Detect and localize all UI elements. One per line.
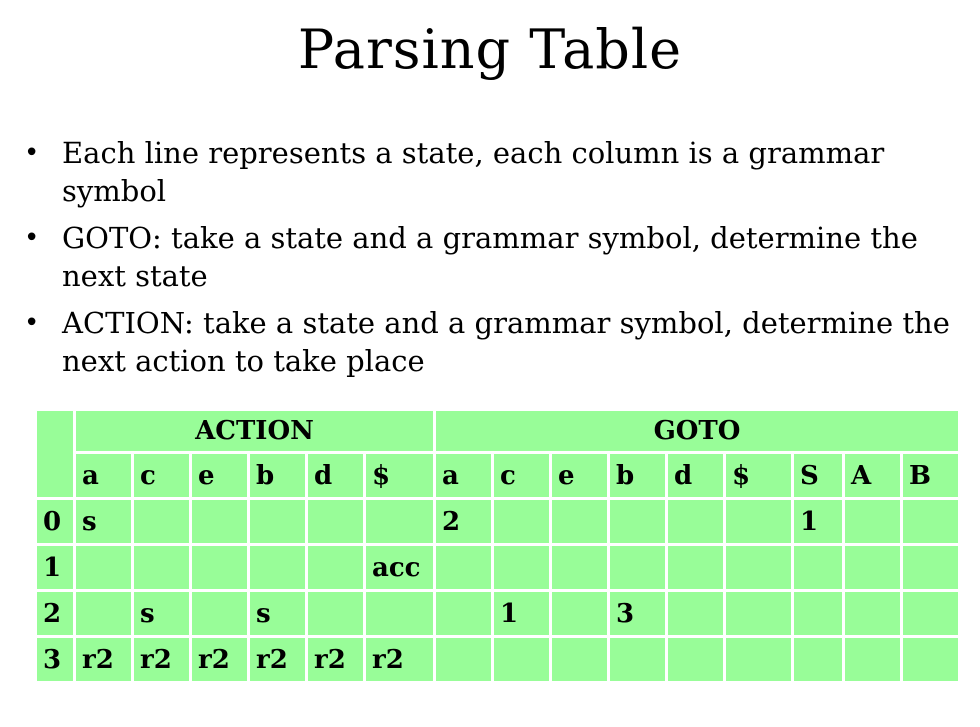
goto-cell bbox=[842, 543, 903, 592]
goto-cell bbox=[433, 543, 494, 592]
goto-cell bbox=[842, 497, 903, 546]
action-header: ACTION bbox=[73, 408, 436, 454]
goto-col-header: e bbox=[549, 451, 610, 500]
goto-cell bbox=[607, 497, 668, 546]
goto-cell bbox=[900, 497, 961, 546]
action-cell: r2 bbox=[247, 635, 308, 684]
goto-col-header: d bbox=[665, 451, 726, 500]
action-cell bbox=[189, 497, 250, 546]
goto-cell bbox=[723, 589, 794, 638]
goto-cell bbox=[433, 635, 494, 684]
goto-cell: 1 bbox=[491, 589, 552, 638]
action-col-header: c bbox=[131, 451, 192, 500]
action-col-header: d bbox=[305, 451, 366, 500]
goto-cell bbox=[791, 635, 845, 684]
goto-cell bbox=[723, 497, 794, 546]
action-cell: s bbox=[247, 589, 308, 638]
action-cell: acc bbox=[363, 543, 436, 592]
column-header-row: a c e b d $ a c e b d $ S A B bbox=[36, 451, 961, 500]
action-cell bbox=[305, 497, 366, 546]
goto-cell bbox=[491, 543, 552, 592]
goto-cell bbox=[665, 543, 726, 592]
goto-cell bbox=[549, 635, 610, 684]
action-cell: r2 bbox=[73, 635, 134, 684]
goto-col-header: $ bbox=[723, 451, 794, 500]
state-cell: 1 bbox=[34, 543, 76, 592]
action-col-header: $ bbox=[363, 451, 436, 500]
goto-cell bbox=[900, 635, 961, 684]
action-cell: r2 bbox=[131, 635, 192, 684]
action-cell: r2 bbox=[305, 635, 366, 684]
goto-cell bbox=[723, 635, 794, 684]
goto-col-header: a bbox=[433, 451, 494, 500]
goto-cell bbox=[900, 543, 961, 592]
goto-cell bbox=[791, 543, 845, 592]
goto-cell: 2 bbox=[433, 497, 494, 546]
goto-cell bbox=[665, 635, 726, 684]
goto-cell bbox=[491, 635, 552, 684]
action-cell bbox=[131, 543, 192, 592]
goto-cell bbox=[607, 543, 668, 592]
bullet-item: ACTION: take a state and a grammar symbo… bbox=[20, 304, 970, 380]
state-cell: 2 bbox=[34, 589, 76, 638]
goto-cell bbox=[791, 589, 845, 638]
state-cell: 3 bbox=[34, 635, 76, 684]
action-cell bbox=[305, 589, 366, 638]
goto-cell: 3 bbox=[607, 589, 668, 638]
action-cell bbox=[247, 543, 308, 592]
table-row: 2 s s 1 3 bbox=[34, 589, 961, 638]
action-col-header: b bbox=[247, 451, 308, 500]
goto-col-header: B bbox=[900, 451, 961, 500]
goto-cell: 1 bbox=[791, 497, 845, 546]
action-cell bbox=[363, 589, 436, 638]
group-header-row: ACTION GOTO bbox=[34, 408, 961, 500]
action-col-header: a bbox=[73, 451, 134, 500]
goto-col-header: c bbox=[491, 451, 552, 500]
action-cell bbox=[363, 497, 436, 546]
action-cell bbox=[73, 543, 134, 592]
page-title: Parsing Table bbox=[297, 18, 683, 81]
goto-cell bbox=[433, 589, 494, 638]
goto-cell bbox=[665, 589, 726, 638]
action-cell bbox=[73, 589, 134, 638]
goto-cell bbox=[549, 497, 610, 546]
goto-cell bbox=[665, 497, 726, 546]
goto-cell bbox=[607, 635, 668, 684]
action-cell bbox=[305, 543, 366, 592]
goto-header: GOTO bbox=[433, 408, 961, 454]
goto-cell bbox=[900, 589, 961, 638]
action-cell bbox=[131, 497, 192, 546]
action-cell bbox=[189, 589, 250, 638]
goto-col-header: S bbox=[791, 451, 845, 500]
goto-cell bbox=[549, 589, 610, 638]
bullet-list: Each line represents a state, each colum… bbox=[20, 134, 970, 389]
action-cell: s bbox=[131, 589, 192, 638]
bullet-item: Each line represents a state, each colum… bbox=[20, 134, 970, 210]
action-cell bbox=[189, 543, 250, 592]
state-header-cell bbox=[34, 408, 76, 500]
action-cell: s bbox=[73, 497, 134, 546]
goto-cell bbox=[549, 543, 610, 592]
goto-cell bbox=[491, 497, 552, 546]
goto-cell bbox=[842, 589, 903, 638]
bullet-item: GOTO: take a state and a grammar symbol,… bbox=[20, 219, 970, 295]
goto-cell bbox=[842, 635, 903, 684]
goto-col-header: b bbox=[607, 451, 668, 500]
action-cell bbox=[247, 497, 308, 546]
goto-col-header: A bbox=[842, 451, 903, 500]
action-cell: r2 bbox=[189, 635, 250, 684]
action-cell: r2 bbox=[363, 635, 436, 684]
action-col-header: e bbox=[189, 451, 250, 500]
table-row: 1 acc bbox=[34, 543, 961, 592]
state-cell: 0 bbox=[34, 497, 76, 546]
goto-cell bbox=[723, 543, 794, 592]
parsing-table: ACTION GOTO a c e b d $ a c e b d $ S A … bbox=[34, 408, 961, 684]
